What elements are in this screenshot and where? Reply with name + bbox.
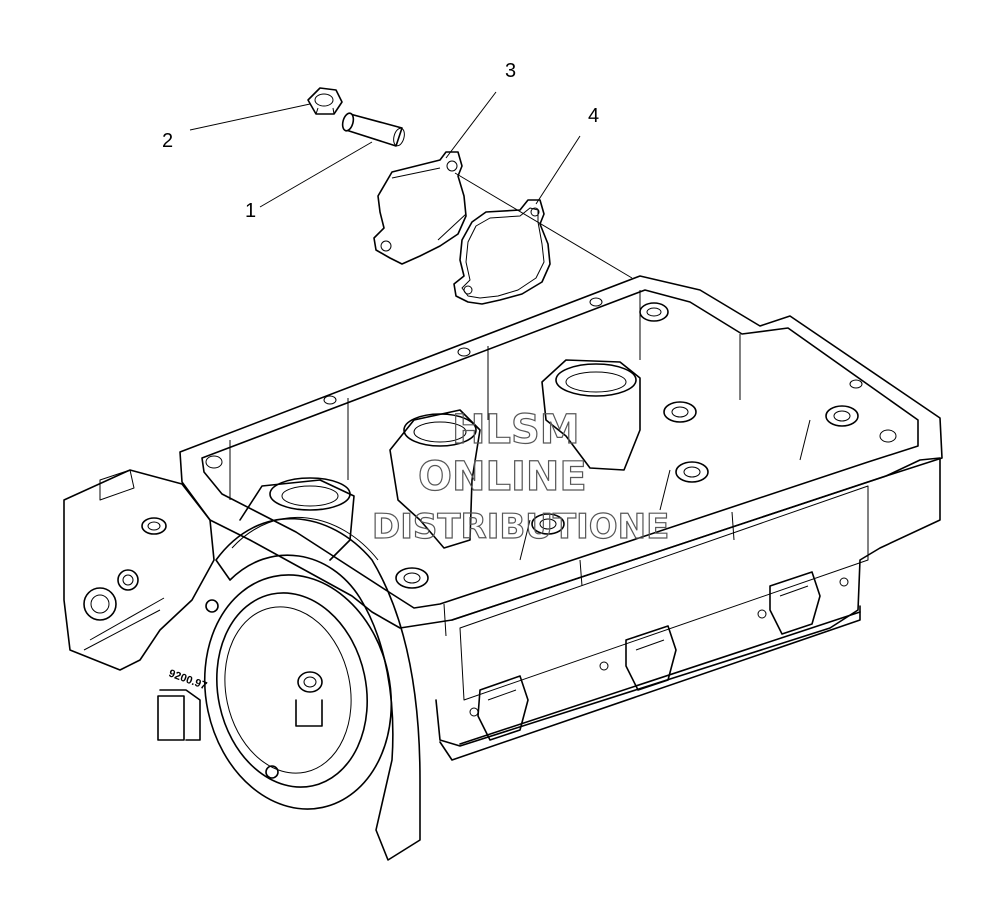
cylinder-head-casting xyxy=(63,275,943,861)
leader-line-1 xyxy=(259,141,373,208)
deck-bosses xyxy=(205,297,897,589)
leader-line-2 xyxy=(189,103,311,131)
callout-label-3: 3 xyxy=(505,60,516,82)
casting-stamp: 9200.97 xyxy=(167,668,208,693)
gasket-part xyxy=(453,199,551,305)
assembly-center-line xyxy=(454,172,633,279)
callouts: 1 2 3 4 xyxy=(162,60,599,222)
callout-label-2: 2 xyxy=(162,130,173,152)
watermark-line-2: ONLINE xyxy=(418,454,587,500)
watermark-line-1: HLSM xyxy=(452,407,580,453)
callout-label-1: 1 xyxy=(245,200,256,222)
pin-part xyxy=(341,112,405,147)
ports xyxy=(477,571,821,741)
callout-label-4: 4 xyxy=(588,105,599,127)
nut-part xyxy=(307,87,343,115)
leader-line-3 xyxy=(445,91,497,159)
cover-plate-part xyxy=(373,151,467,265)
watermark-line-3: DISTRIBUTIONE xyxy=(372,507,669,547)
leader-line-4 xyxy=(535,135,581,205)
cam-towers xyxy=(239,359,641,561)
watermark: HLSM ONLINE DISTRIBUTIONE xyxy=(371,406,670,547)
